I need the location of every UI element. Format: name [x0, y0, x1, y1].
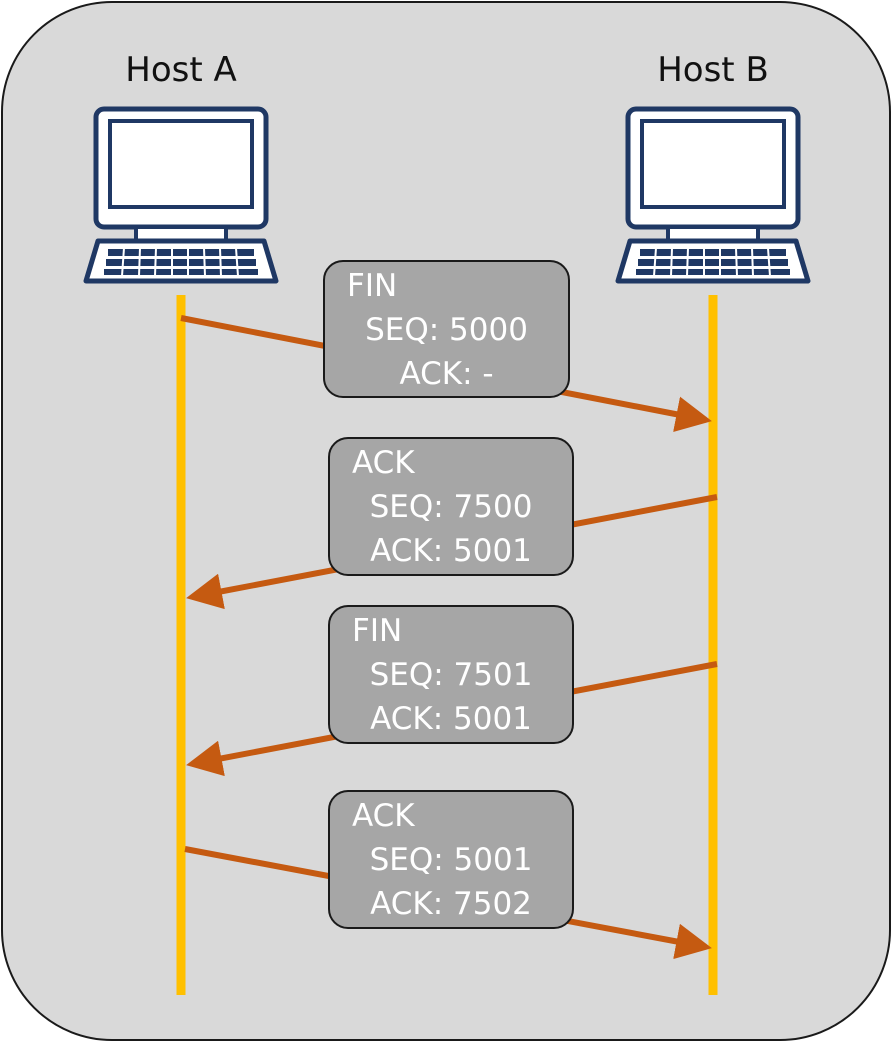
message-seq: SEQ: 7501	[369, 657, 533, 693]
message-ack: ACK: 5001	[370, 701, 532, 737]
host-a-label: Host A	[125, 50, 237, 90]
message-ack: ACK: -	[399, 356, 494, 392]
message-seq: SEQ: 5000	[365, 312, 528, 348]
message-type: FIN	[347, 268, 398, 304]
message-ack: ACK: 5001	[370, 533, 532, 569]
message-box-fin-1: FIN SEQ: 5000 ACK: -	[323, 260, 570, 398]
message-type: ACK	[352, 445, 415, 481]
message-seq: SEQ: 5001	[369, 842, 533, 878]
message-ack: ACK: 7502	[370, 886, 532, 922]
desktop-computer-icon	[83, 106, 279, 284]
host-b-label: Host B	[657, 50, 769, 90]
message-box-ack-2: ACK SEQ: 5001 ACK: 7502	[328, 790, 574, 929]
message-box-ack-1: ACK SEQ: 7500 ACK: 5001	[328, 437, 574, 576]
desktop-computer-icon	[615, 106, 811, 284]
message-box-fin-2: FIN SEQ: 7501 ACK: 5001	[328, 605, 574, 744]
message-seq: SEQ: 7500	[369, 489, 533, 525]
message-type: FIN	[352, 613, 403, 649]
message-type: ACK	[352, 798, 415, 834]
